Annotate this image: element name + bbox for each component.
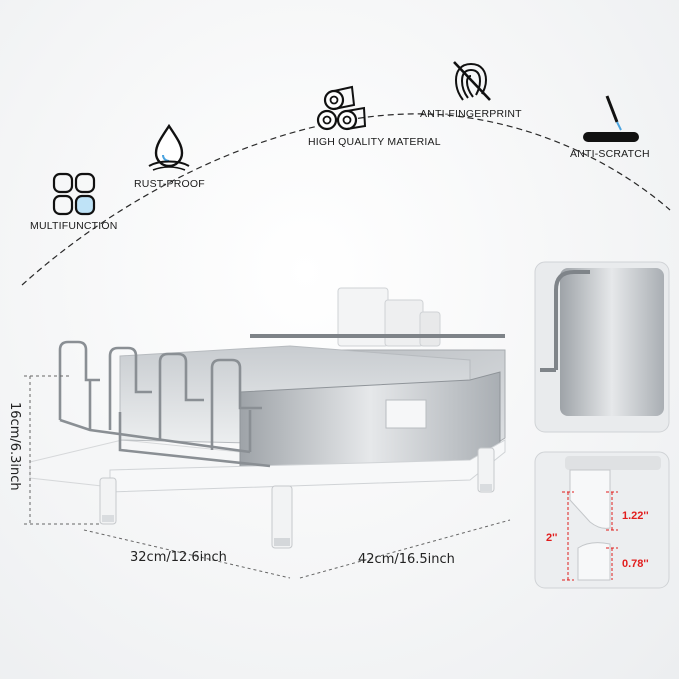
- feature-multifunction: MULTIFUNCTION: [30, 170, 118, 232]
- wire-plate-rack: [58, 340, 271, 468]
- feature-label: RUST-PROOF: [134, 178, 205, 190]
- leg-upper-height-label: 1.22'': [622, 510, 649, 522]
- leg-lower-height-label: 0.78'': [622, 558, 649, 570]
- feature-label: ANTI-SCRATCH: [570, 148, 650, 160]
- feature-high-quality: HIGH QUALITY MATERIAL: [248, 82, 441, 148]
- leg-total-height-label: 2'': [546, 532, 558, 544]
- width-dimension-label: 32cm/12.6inch: [130, 550, 227, 565]
- water-drop-icon: [148, 123, 190, 171]
- length-dimension-label: 42cm/16.5inch: [358, 552, 455, 567]
- four-squares-icon: [52, 172, 95, 216]
- dimension-lines: [24, 375, 511, 579]
- material-rolls-icon: [317, 85, 367, 131]
- feature-label: ANTI-FINGERPRINT: [420, 108, 522, 120]
- feature-anti-fingerprint: ANTI-FINGERPRINT: [420, 54, 522, 120]
- inset-hook-closeup: [534, 261, 670, 433]
- feature-anti-scratch: ANTI-SCRATCH: [570, 92, 650, 160]
- no-fingerprint-icon: [452, 61, 491, 101]
- feature-rust-proof: RUST-PROOF: [134, 120, 205, 190]
- feature-label: MULTIFUNCTION: [30, 220, 118, 232]
- feature-label: HIGH QUALITY MATERIAL: [308, 136, 441, 148]
- inset-leg-detail: [534, 451, 670, 589]
- height-dimension-label: 16cm/6.3inch: [7, 402, 22, 491]
- scratch-knife-icon: [582, 95, 639, 142]
